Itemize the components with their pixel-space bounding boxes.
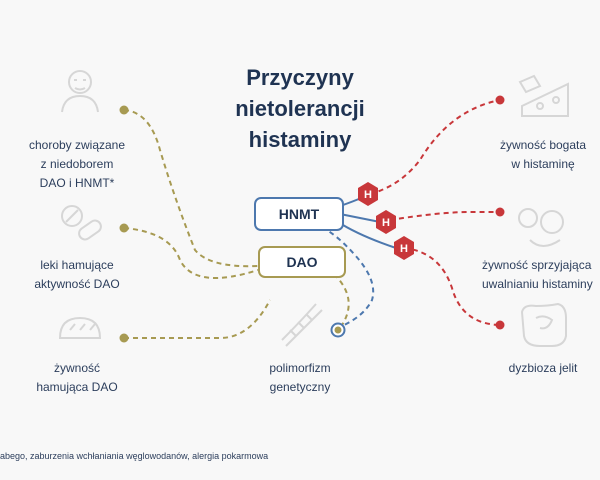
produce-icon xyxy=(518,208,564,247)
intestine-icon xyxy=(520,302,567,347)
hnmt-link-genetic xyxy=(321,226,375,327)
red-link-dysbiosis xyxy=(403,247,501,326)
dao-link-genetic xyxy=(333,273,350,329)
histamine-badge-1: H xyxy=(358,182,378,206)
hnmt-node: HNMT xyxy=(254,197,344,231)
dot-food xyxy=(119,333,129,343)
hnmt-link-releasing xyxy=(339,213,381,223)
red-link-releasing xyxy=(389,211,500,221)
bread-icon xyxy=(58,316,102,339)
dot-rich xyxy=(495,95,505,105)
cheese-icon xyxy=(518,74,569,117)
cause-histamine-releasing-food: żywność sprzyjająca uwalnianiu histaminy xyxy=(482,258,593,291)
svg-text:H: H xyxy=(364,189,372,201)
title-line-1: Przyczyny xyxy=(246,65,354,90)
histamine-badge-3: H xyxy=(394,236,414,260)
cause-food-inhibiting: żywność hamująca DAO xyxy=(36,361,118,394)
dao-link-food xyxy=(124,299,271,339)
dot-releasing xyxy=(495,207,505,217)
diagram-title: Przyczyny nietolerancji histaminy xyxy=(200,62,400,155)
dao-link-drugs xyxy=(123,227,259,279)
cause-genetic-polymorphism: polimorfizm genetyczny xyxy=(269,361,331,394)
sick-person-icon xyxy=(61,70,99,113)
histamine-badge-2: H xyxy=(376,210,396,234)
red-link-rich xyxy=(369,99,501,195)
footnote: abego, zaburzenia wchłaniania węglowodan… xyxy=(0,451,269,461)
dao-link-diseases xyxy=(123,109,259,268)
cause-dysbiosis: dyzbioza jelit xyxy=(508,361,578,375)
dna-icon xyxy=(281,303,323,347)
pills-icon xyxy=(61,205,102,241)
cause-drugs: leki hamujące aktywność DAO xyxy=(34,258,120,291)
cause-deficiency-diseases: choroby związane z niedoborem DAO i HNMT… xyxy=(28,138,126,190)
dot-dysbiosis xyxy=(495,320,505,330)
dot-diseases xyxy=(119,105,129,115)
dot-drugs xyxy=(119,223,129,233)
svg-text:H: H xyxy=(400,243,408,255)
svg-text:H: H xyxy=(382,217,390,229)
cause-histamine-rich-food: żywność bogata w histaminę xyxy=(499,138,587,171)
title-line-2: nietolerancji xyxy=(235,96,365,121)
title-line-3: histaminy xyxy=(248,127,352,152)
dao-node: DAO xyxy=(258,246,346,278)
